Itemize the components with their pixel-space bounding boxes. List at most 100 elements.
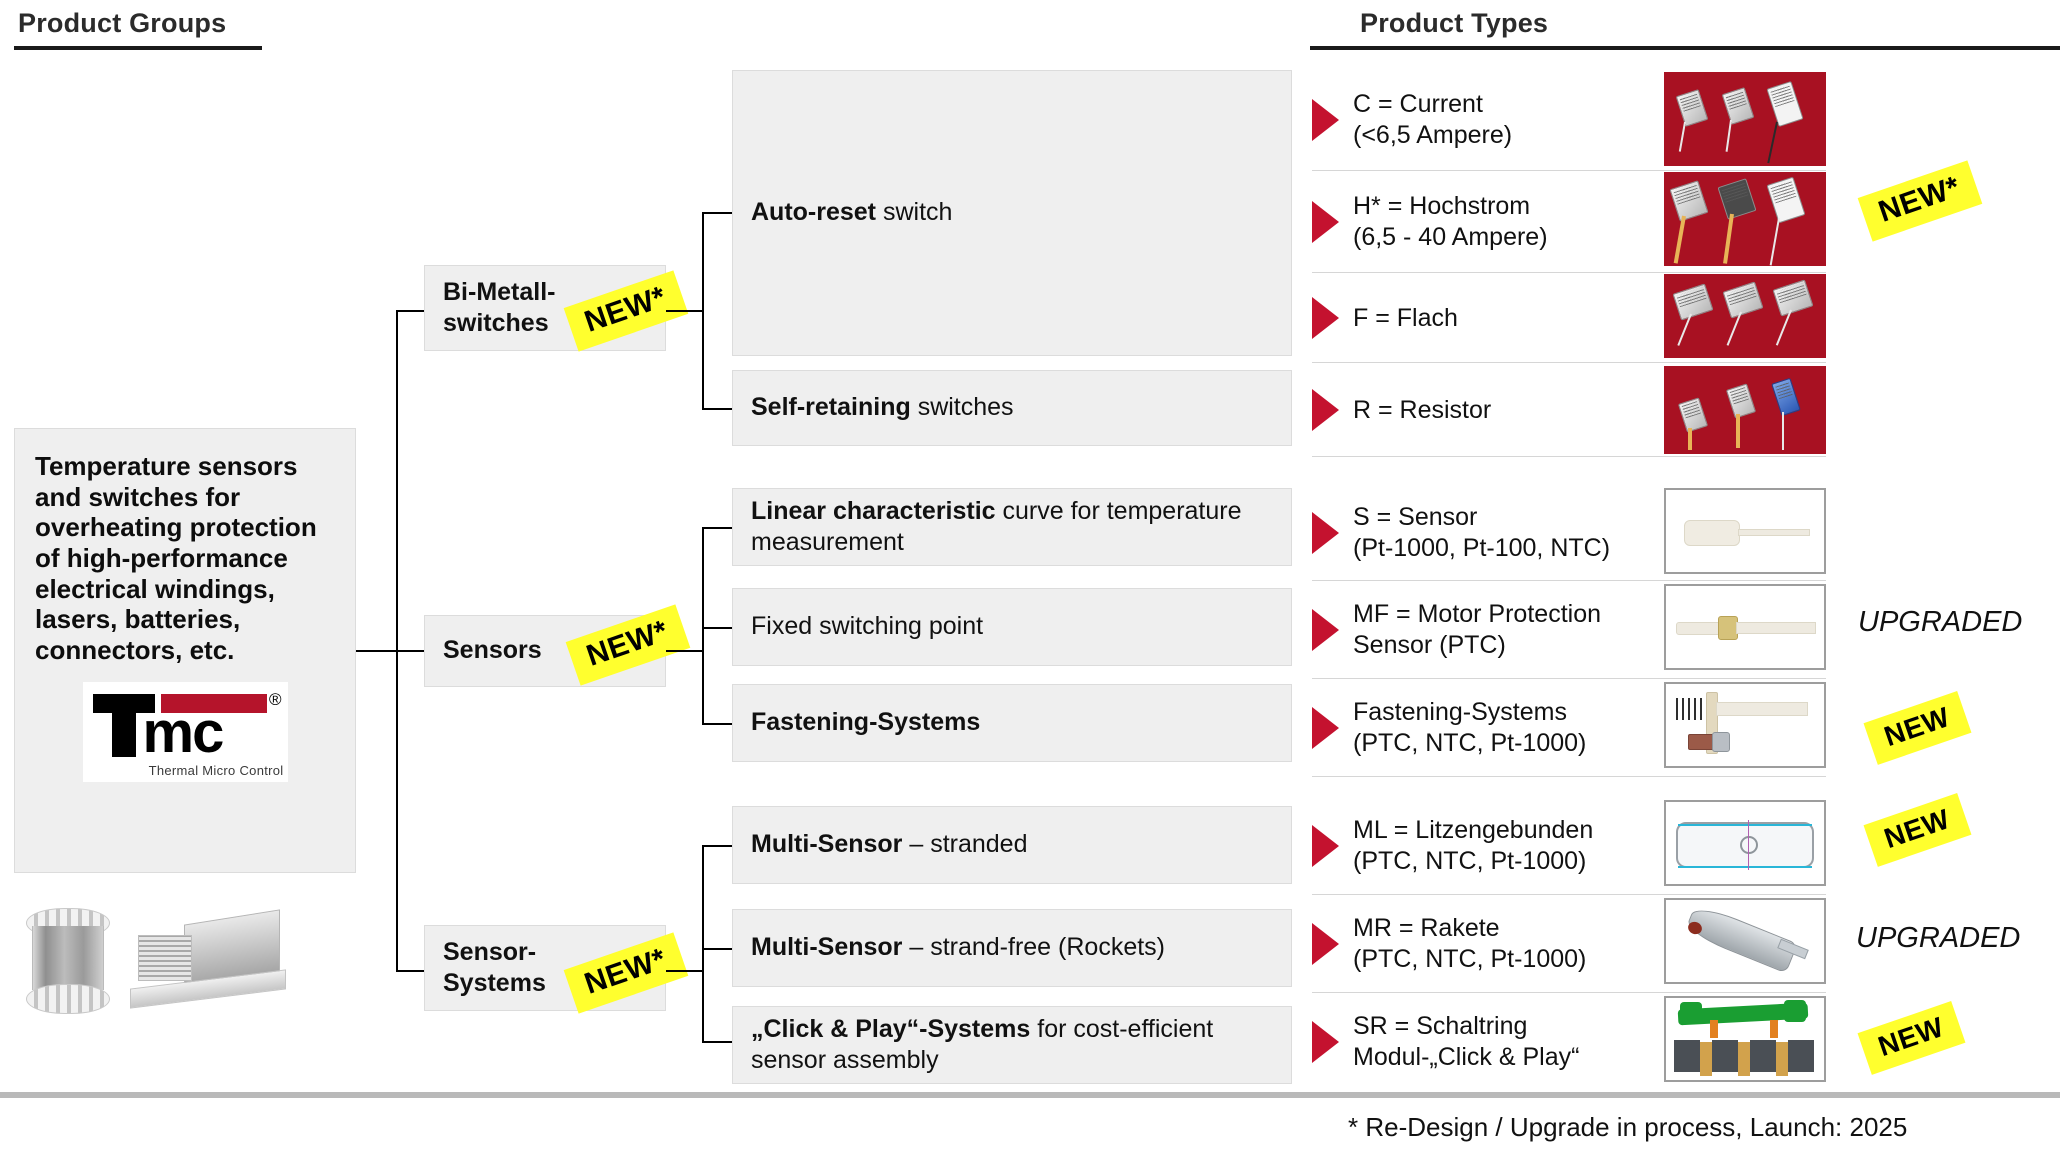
type-label-fastening-systems: Fastening-Systems(PTC, NTC, Pt-1000) (1353, 698, 1587, 757)
motor-protection-sensor-photo (1664, 584, 1826, 670)
subgroup-linear-characteristic[interactable]: Linear characteristic curve for temperat… (732, 488, 1292, 566)
sensors-to-linear (702, 527, 732, 529)
flat-chip-2 (1722, 281, 1764, 319)
red-triangle-icon (1312, 825, 1339, 867)
red-triangle-icon (1312, 389, 1339, 431)
subgroup-multi-sensor-stranded[interactable]: Multi-Sensor – stranded (732, 806, 1292, 884)
subgroup-strandfree-rest: – strand-free (Rockets) (902, 933, 1165, 962)
subgroup-linear-strong: Linear characteristic (751, 496, 996, 525)
type-separator-7 (1312, 776, 1826, 777)
stator-winding-photo (18, 900, 118, 1025)
probe-tail (1738, 529, 1810, 536)
type-row-rakete[interactable]: MR = Rakete(PTC, NTC, Pt-1000) (1312, 896, 1872, 992)
badge-new-schaltring: NEW (1857, 1001, 1966, 1075)
ring-green-end-left (1680, 1002, 1702, 1024)
badge-upgraded-rakete: UPGRADED (1856, 922, 2021, 954)
badge-new-fastening-systems: NEW (1863, 691, 1972, 765)
group-sensors-label: Sensors (443, 636, 542, 665)
red-triangle-icon (1312, 512, 1339, 554)
subgroup-auto-reset[interactable]: Auto-reset switch (732, 70, 1292, 356)
type-row-flach[interactable]: F = Flach (1312, 274, 1872, 362)
product-types-header: Product Types (1360, 8, 1549, 38)
hc-chip-2 (1717, 178, 1757, 220)
type-separator-6 (1312, 678, 1826, 679)
subgroup-multi-sensor-strand-free[interactable]: Multi-Sensor – strand-free (Rockets) (732, 909, 1292, 987)
high-current-chips-photo (1664, 172, 1826, 266)
logo-t-stem (111, 693, 136, 757)
type-row-sensor[interactable]: S = Sensor(Pt-1000, Pt-100, NTC) (1312, 486, 1872, 580)
subgroup-stranded-strong: Multi-Sensor (751, 830, 903, 859)
badge-new-hochstrom: NEW* (1857, 160, 1983, 242)
footer-note: * Re-Design / Upgrade in process, Launch… (1348, 1112, 1908, 1142)
type-label-resistor: R = Resistor (1353, 395, 1492, 424)
res-chip-1-lead (1688, 428, 1692, 450)
subgroup-fixed-label: Fixed switching point (751, 612, 984, 641)
logo-registered-icon: ® (268, 689, 282, 709)
res-chip-1 (1677, 397, 1709, 433)
badge-upgraded-motor-protection: UPGRADED (1858, 606, 2023, 638)
chip-2-lead (1725, 119, 1732, 152)
subgroup-self-retaining[interactable]: Self-retaining switches (732, 370, 1292, 446)
subgroup-stranded-rest: – stranded (902, 830, 1028, 859)
type-row-litzengebunden[interactable]: ML = Litzengebunden(PTC, NTC, Pt-1000) (1312, 798, 1872, 894)
cad-cyan-bottom-line (1678, 866, 1812, 868)
product-types-header-rule (1310, 46, 2060, 50)
type-separator-3 (1312, 362, 1826, 363)
tmc-logo: mc ® Thermal Micro Control (82, 681, 288, 782)
ring-copper-1 (1700, 1042, 1712, 1076)
red-triangle-icon (1312, 923, 1339, 965)
ring-copper-2 (1738, 1042, 1750, 1076)
subgroup-fixed-switching-point[interactable]: Fixed switching point (732, 588, 1292, 666)
sensor-systems-spine (702, 845, 704, 1041)
sensor-probe-photo (1664, 488, 1826, 574)
ring-copper-3 (1776, 1042, 1788, 1076)
hc-chip-1 (1669, 180, 1709, 222)
type-row-resistor[interactable]: R = Resistor (1312, 364, 1872, 456)
sensors-spine (702, 527, 704, 723)
type-label-rakete: MR = Rakete(PTC, NTC, Pt-1000) (1353, 914, 1587, 973)
sensor-systems-to-stranded (702, 845, 732, 847)
red-triangle-icon (1312, 609, 1339, 651)
sensor-systems-to-clickplay (702, 1041, 732, 1043)
type-label-current: C = Current(<6,5 Ampere) (1353, 90, 1513, 149)
stranded-sensor-cad-photo (1664, 800, 1826, 886)
badge-new-litzengebunden: NEW (1863, 793, 1972, 867)
branch-to-bimetall (396, 310, 424, 312)
cad-circle-detail (1740, 836, 1758, 854)
subgroup-fastening-systems[interactable]: Fastening-Systems (732, 684, 1292, 762)
red-triangle-icon (1312, 707, 1339, 749)
type-separator-5 (1312, 580, 1826, 581)
chip-3-lead (1767, 121, 1778, 164)
subgroup-clickplay-rest: for cost-efficient sensor assembly (751, 1014, 1214, 1074)
sensor-systems-stem (666, 970, 702, 972)
subgroup-clickplay-strong: „Click & Play“-Systems (751, 1014, 1031, 1043)
type-row-hochstrom[interactable]: H* = Hochstrom(6,5 - 40 Ampere) (1312, 172, 1872, 272)
res-chip-2 (1725, 383, 1757, 419)
root-spine (396, 310, 398, 970)
sensors-stem (666, 650, 702, 652)
chip-1-lead (1678, 121, 1686, 152)
subgroup-strandfree-strong: Multi-Sensor (751, 933, 903, 962)
probe-head (1684, 520, 1740, 546)
group-bimetall-label-line1: Bi-Metall- (443, 277, 556, 306)
mp-sleeve-right (1736, 622, 1816, 634)
flat-chip-3 (1772, 279, 1814, 317)
subgroup-fastening-label: Fastening-Systems (751, 708, 981, 737)
subgroup-linear-rest: curve for temperature measurement (751, 496, 1242, 556)
flat-chips-photo (1664, 274, 1826, 358)
type-row-fastening-systems[interactable]: Fastening-Systems(PTC, NTC, Pt-1000) (1312, 680, 1872, 776)
res-chip-3-blue (1771, 377, 1801, 417)
type-row-current[interactable]: C = Current(<6,5 Ampere) (1312, 70, 1872, 170)
subgroup-click-and-play[interactable]: „Click & Play“-Systems for cost-efficien… (732, 1006, 1292, 1084)
subgroup-self-retaining-strong: Self-retaining (751, 393, 911, 422)
cad-cyan-top-line (1678, 824, 1812, 826)
transformer-core-photo (130, 905, 310, 1025)
res-chip-2-lead (1736, 414, 1740, 448)
rocket-sensor-cad-photo (1664, 898, 1826, 984)
core-laminations (138, 935, 192, 981)
fs-cable (1716, 702, 1808, 716)
